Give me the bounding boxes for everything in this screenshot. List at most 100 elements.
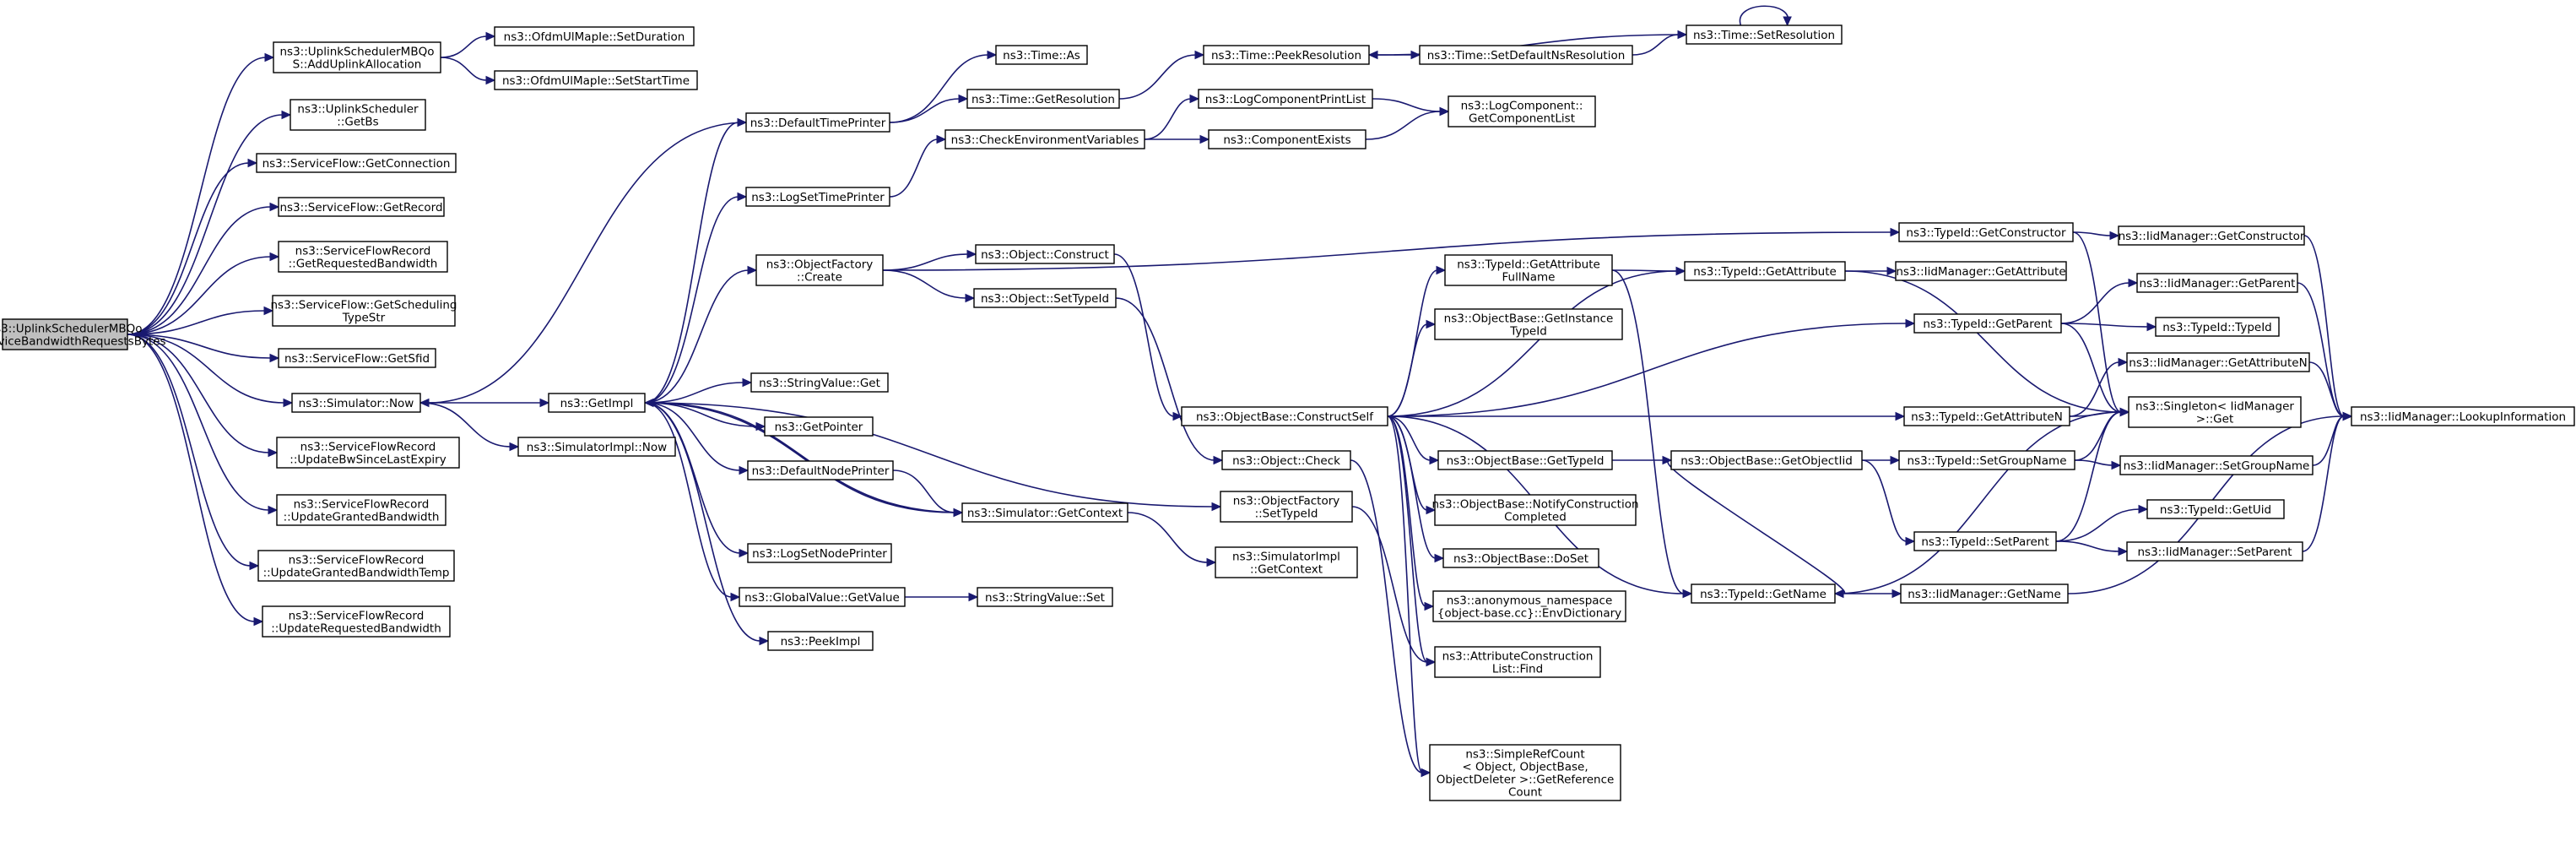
function-node-sfrUpdRequested[interactable]: ns3::ServiceFlowRecord::UpdateRequestedB…	[262, 605, 451, 638]
function-node-imGetName[interactable]: ns3::IidManager::GetName	[1900, 583, 2069, 604]
function-node-gvGetValue[interactable]: ns3::GlobalValue::GetValue	[739, 587, 906, 607]
edge-line	[644, 402, 1214, 507]
edge-objFactCreate-to-objConstruct	[882, 249, 977, 271]
function-node-obGetObjectIid[interactable]: ns3::ObjectBase::GetObjectIid	[1670, 450, 1863, 470]
function-node-imSetParent[interactable]: ns3::IidManager::SetParent	[2126, 541, 2303, 562]
function-node-objFactSetTypeId[interactable]: ns3::ObjectFactory::SetTypeId	[1220, 491, 1353, 523]
function-node-timeGetRes[interactable]: ns3::Time::GetResolution	[966, 89, 1120, 109]
edge-checkEnv-to-logCompPrintList	[1144, 94, 1200, 140]
function-node-imLookupInfo[interactable]: ns3::IidManager::LookupInformation	[2351, 406, 2575, 426]
function-node-getImpl[interactable]: ns3::GetImpl	[548, 393, 646, 413]
node-box	[1913, 313, 2062, 334]
node-label: ns3::ObjectBase::GetTypeId	[1447, 454, 1605, 468]
node-label: ns3::Simulator::GetContext	[967, 507, 1123, 520]
function-node-obConstructSelf[interactable]: ns3::ObjectBase::ConstructSelf	[1181, 406, 1388, 426]
function-node-stringValueSet[interactable]: ns3::StringValue::Set	[977, 587, 1113, 607]
function-node-sfrUpdGrantedTemp[interactable]: ns3::ServiceFlowRecord::UpdateGrantedBan…	[257, 550, 455, 582]
function-node-tidGetUid[interactable]: ns3::TypeId::GetUid	[2146, 499, 2285, 519]
function-node-tidSetParent[interactable]: ns3::TypeId::SetParent	[1913, 531, 2057, 551]
edge-line	[1632, 34, 1680, 56]
function-node-objCheck[interactable]: ns3::Object::Check	[1221, 450, 1351, 470]
function-node-tidSetGroupName[interactable]: ns3::TypeId::SetGroupName	[1898, 450, 2075, 470]
function-node-simImplNow[interactable]: ns3::SimulatorImpl::Now	[517, 437, 676, 457]
function-node-setDuration[interactable]: ns3::OfdmUlMapIe::SetDuration	[494, 26, 695, 46]
node-label: ns3::ObjectFactory	[1233, 495, 1340, 508]
edge-arrowhead	[2118, 357, 2129, 367]
function-node-imGetAttribute[interactable]: ns3::IidManager::GetAttribute	[1895, 261, 2067, 281]
function-node-tidTypeId[interactable]: ns3::TypeId::TypeId	[2155, 317, 2280, 337]
function-node-logSetTimePrinter[interactable]: ns3::LogSetTimePrinter	[745, 187, 890, 207]
node-label: ns3::IidManager::GetAttributeN	[2129, 356, 2307, 370]
node-box	[2128, 396, 2302, 428]
function-node-tidGetParent[interactable]: ns3::TypeId::GetParent	[1913, 313, 2062, 334]
function-node-imGetParent[interactable]: ns3::IidManager::GetParent	[2136, 273, 2298, 293]
function-node-tidGetName[interactable]: ns3::TypeId::GetName	[1691, 583, 1836, 604]
edge-arrowhead	[539, 398, 550, 408]
function-node-tidGetAttributeN[interactable]: ns3::TypeId::GetAttributeN	[1903, 406, 2070, 426]
edge-arrowhead	[485, 75, 496, 85]
function-node-tidGetConstructor[interactable]: ns3::TypeId::GetConstructor	[1898, 222, 2074, 242]
function-node-getPointer[interactable]: ns3::GetPointer	[764, 416, 874, 437]
edge-arrowhead	[2138, 504, 2149, 514]
function-node-getBs[interactable]: ns3::UplinkScheduler::GetBs	[290, 99, 426, 131]
function-node-sfrUpdBwSince[interactable]: ns3::ServiceFlowRecord::UpdateBwSinceLas…	[276, 437, 460, 469]
function-node-imGetConstructor[interactable]: ns3::IidManager::GetConstructor	[2118, 225, 2305, 246]
function-node-setStartTime[interactable]: ns3::OfdmUlMapIe::SetStartTime	[494, 70, 698, 90]
function-node-objFactCreate[interactable]: ns3::ObjectFactory::Create	[755, 254, 884, 286]
function-node-root[interactable]: ns3::UplinkSchedulerMBQoS::ServiceBandwi…	[0, 318, 166, 350]
function-node-obDoSet[interactable]: ns3::ObjectBase::DoSet	[1442, 548, 1599, 568]
function-node-stringValueGet[interactable]: ns3::StringValue::Get	[750, 372, 889, 393]
edge-obGetObjectIid-to-tidSetGroupName	[1861, 455, 1901, 465]
node-box	[1215, 546, 1358, 578]
function-node-obGetTypeId[interactable]: ns3::ObjectBase::GetTypeId	[1437, 450, 1613, 470]
function-node-obNotifyConstr[interactable]: ns3::ObjectBase::NotifyConstructionCompl…	[1431, 494, 1639, 526]
function-node-timeSetDefNsRes[interactable]: ns3::Time::SetDefaultNsResolution	[1419, 45, 1633, 65]
function-node-tidGetAttribute[interactable]: ns3::TypeId::GetAttribute	[1684, 261, 1846, 281]
function-node-logCompPrintList[interactable]: ns3::LogComponentPrintList	[1198, 89, 1373, 109]
function-node-sfrUpdGranted[interactable]: ns3::ServiceFlowRecord::UpdateGrantedBan…	[276, 494, 446, 526]
function-node-anonEnvDict[interactable]: ns3::anonymous_namespace{object-base.cc}…	[1432, 590, 1626, 622]
function-node-singletonGet[interactable]: ns3::Singleton< IidManager >::Get	[2128, 396, 2302, 428]
function-node-simImplGetContext[interactable]: ns3::SimulatorImpl::GetContext	[1215, 546, 1358, 578]
function-node-simGetContext[interactable]: ns3::Simulator::GetContext	[961, 502, 1128, 523]
node-box	[1448, 95, 1596, 128]
node-box	[767, 631, 874, 651]
node-label: ns3::StringValue::Set	[985, 591, 1105, 605]
function-node-objSetTypeId[interactable]: ns3::Object::SetTypeId	[973, 288, 1117, 308]
function-node-compExists[interactable]: ns3::ComponentExists	[1208, 129, 1366, 149]
function-node-sfGetSfid[interactable]: ns3::ServiceFlow::GetSfid	[278, 348, 436, 368]
node-box	[494, 26, 695, 46]
function-node-objConstruct[interactable]: ns3::Object::Construct	[975, 244, 1115, 264]
function-node-addUplink[interactable]: ns3::UplinkSchedulerMBQoS::AddUplinkAllo…	[273, 41, 441, 73]
function-node-imSetGroupName[interactable]: ns3::IidManager::SetGroupName	[2119, 455, 2314, 475]
node-label: GetComponentList	[1469, 112, 1575, 126]
edge-line	[882, 231, 1892, 271]
node-label: ns3::OfdmUlMapIe::SetDuration	[504, 30, 685, 44]
function-node-simpleRefCount[interactable]: ns3::SimpleRefCount< Object, ObjectBase,…	[1429, 744, 1621, 801]
function-node-timePeekRes[interactable]: ns3::Time::PeekResolution	[1203, 45, 1370, 65]
function-node-imGetAttributeN[interactable]: ns3::IidManager::GetAttributeN	[2126, 352, 2310, 372]
function-node-sfrGetRequestedBw[interactable]: ns3::ServiceFlowRecord::GetRequestedBand…	[278, 241, 448, 273]
function-node-sfGetRecord[interactable]: ns3::ServiceFlow::GetRecord	[278, 197, 445, 217]
function-node-peekImpl[interactable]: ns3::PeekImpl	[767, 631, 874, 651]
edge-arrowhead	[2109, 231, 2120, 241]
function-node-timeSetRes[interactable]: ns3::Time::SetResolution	[1686, 24, 1843, 45]
edge-line	[2312, 415, 2345, 466]
edge-obConstructSelf-to-obGetInstanceTid	[1387, 319, 1437, 417]
function-node-logCompGetList[interactable]: ns3::LogComponent::GetComponentList	[1448, 95, 1596, 128]
node-box	[1434, 494, 1637, 526]
edge-getImpl-to-gvGetValue	[644, 402, 741, 602]
function-node-timeAs[interactable]: ns3::Time::As	[995, 45, 1088, 65]
function-node-sfGetConnection[interactable]: ns3::ServiceFlow::GetConnection	[256, 153, 457, 173]
function-node-checkEnv[interactable]: ns3::CheckEnvironmentVariables	[944, 129, 1145, 149]
function-node-defNodePrinter[interactable]: ns3::DefaultNodePrinter	[747, 460, 894, 480]
function-node-logSetNodePrinter[interactable]: ns3::LogSetNodePrinter	[747, 543, 892, 563]
function-node-simNow[interactable]: ns3::Simulator::Now	[291, 393, 421, 413]
function-node-defTimePrinter[interactable]: ns3::DefaultTimePrinter	[745, 112, 890, 133]
edge-line	[127, 334, 270, 453]
